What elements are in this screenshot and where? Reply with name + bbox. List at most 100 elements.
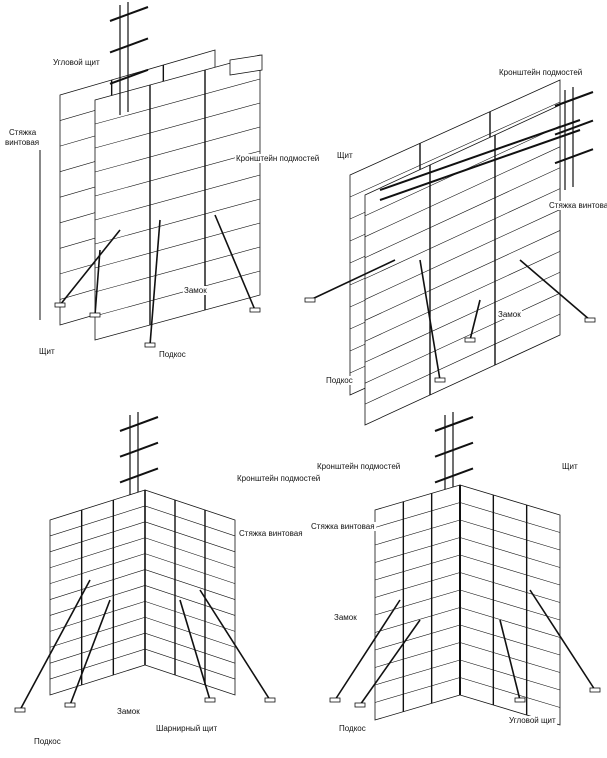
- panel-rib: [459, 607, 561, 638]
- panel-rib: [459, 502, 561, 533]
- panel-rib: [374, 659, 461, 686]
- panel-rib: [94, 198, 261, 245]
- scaffold-bracket: [554, 119, 594, 136]
- scaffold-bracket: [109, 37, 149, 54]
- panel-rib: [144, 632, 236, 664]
- panel-rib: [49, 632, 146, 664]
- scaffold-bracket: [434, 441, 474, 458]
- scaffold-bracket: [119, 441, 159, 458]
- brace: [59, 229, 121, 306]
- panel-rib: [49, 569, 146, 600]
- scaffold-plank: [379, 129, 581, 201]
- panel-rib: [94, 102, 261, 149]
- scaffold-bracket: [109, 68, 149, 85]
- panel-rib: [94, 150, 261, 197]
- panel-rib: [459, 624, 561, 656]
- panel-rib: [144, 521, 236, 553]
- brace: [179, 599, 211, 701]
- brace: [469, 299, 481, 341]
- label-screw-tie-line1: Стяжка: [8, 128, 38, 137]
- panel-rib: [364, 188, 561, 279]
- corner-panel: [229, 54, 263, 76]
- scaffold-bracket: [119, 467, 159, 484]
- label-lock: Замок: [497, 310, 522, 319]
- brace-foot: [464, 337, 476, 343]
- panel-rib: [459, 537, 561, 568]
- brace-foot: [434, 377, 446, 383]
- panel-rib: [374, 572, 461, 598]
- label-brace: Подкос: [325, 376, 354, 385]
- brace-foot: [304, 297, 316, 303]
- brace: [519, 259, 591, 321]
- panel-rib: [49, 505, 146, 537]
- brace-foot: [354, 702, 366, 708]
- brace-foot: [249, 307, 261, 313]
- label-lock: Замок: [333, 613, 358, 622]
- panel-rib: [144, 553, 236, 584]
- panel-rib: [374, 537, 461, 563]
- brace: [334, 599, 401, 701]
- brace-foot: [64, 702, 76, 708]
- label-scaffold-bracket: Кронштейн подмостей: [498, 68, 584, 77]
- scaffold-bracket: [434, 416, 474, 432]
- brace-foot: [14, 707, 26, 713]
- brace: [94, 249, 101, 316]
- panel-rib: [94, 270, 261, 317]
- panel-rib: [144, 585, 236, 616]
- panel-rib: [49, 553, 146, 584]
- panel-rib: [49, 648, 146, 680]
- label-corner-panel: Угловой щит: [508, 716, 557, 725]
- label-lock: Замок: [116, 707, 141, 716]
- panel-rib: [364, 167, 561, 258]
- panel-rib: [144, 569, 236, 600]
- panel-rib: [374, 677, 461, 703]
- scaffold-bracket: [554, 91, 594, 107]
- panel-rib: [374, 607, 461, 633]
- brace-foot: [144, 342, 156, 348]
- panel-rib: [49, 521, 146, 553]
- scaffold-plank: [379, 119, 581, 191]
- panel-rib: [374, 554, 461, 581]
- scaffold-bracket: [109, 6, 149, 22]
- panel-rib: [459, 659, 561, 691]
- panel-rib: [459, 589, 561, 621]
- brace: [214, 214, 256, 311]
- label-screw-tie: Стяжка винтовая: [238, 529, 304, 538]
- brace-foot: [329, 697, 341, 703]
- panel-rib: [374, 589, 461, 616]
- panel-rib: [144, 505, 236, 537]
- label-panel: Щит: [38, 347, 56, 356]
- brace-foot: [584, 317, 596, 323]
- panel-rib: [94, 174, 261, 221]
- label-brace: Подкос: [33, 737, 62, 746]
- brace: [69, 599, 111, 706]
- label-brace: Подкос: [338, 724, 367, 733]
- scaffold-bracket: [119, 416, 159, 432]
- label-panel: Щит: [336, 151, 354, 160]
- panel-rib: [144, 648, 236, 680]
- brace: [149, 219, 161, 346]
- panel-rib: [49, 585, 146, 616]
- panel-rib: [364, 230, 561, 321]
- panel-rib: [459, 677, 561, 708]
- brace: [419, 259, 441, 381]
- label-screw-tie: Стяжка винтовая: [310, 522, 376, 531]
- brace-foot: [54, 302, 66, 308]
- panel-rib: [459, 572, 561, 603]
- brace: [529, 589, 596, 691]
- label-screw-tie: Стяжка винтовая: [548, 201, 607, 210]
- label-brace: Подкос: [158, 350, 187, 359]
- label-scaffold-bracket: Кронштейн подмостей: [235, 154, 321, 163]
- panel-rib: [374, 519, 461, 546]
- panel-rib: [364, 272, 561, 363]
- panel-rib: [364, 146, 561, 238]
- panel-rib: [94, 246, 261, 293]
- brace-foot: [589, 687, 601, 693]
- label-corner-panel: Угловой щит: [52, 58, 101, 67]
- panel-rib: [144, 537, 236, 569]
- panel-rib: [94, 222, 261, 269]
- brace: [309, 259, 396, 301]
- scaffold-bracket: [434, 467, 474, 484]
